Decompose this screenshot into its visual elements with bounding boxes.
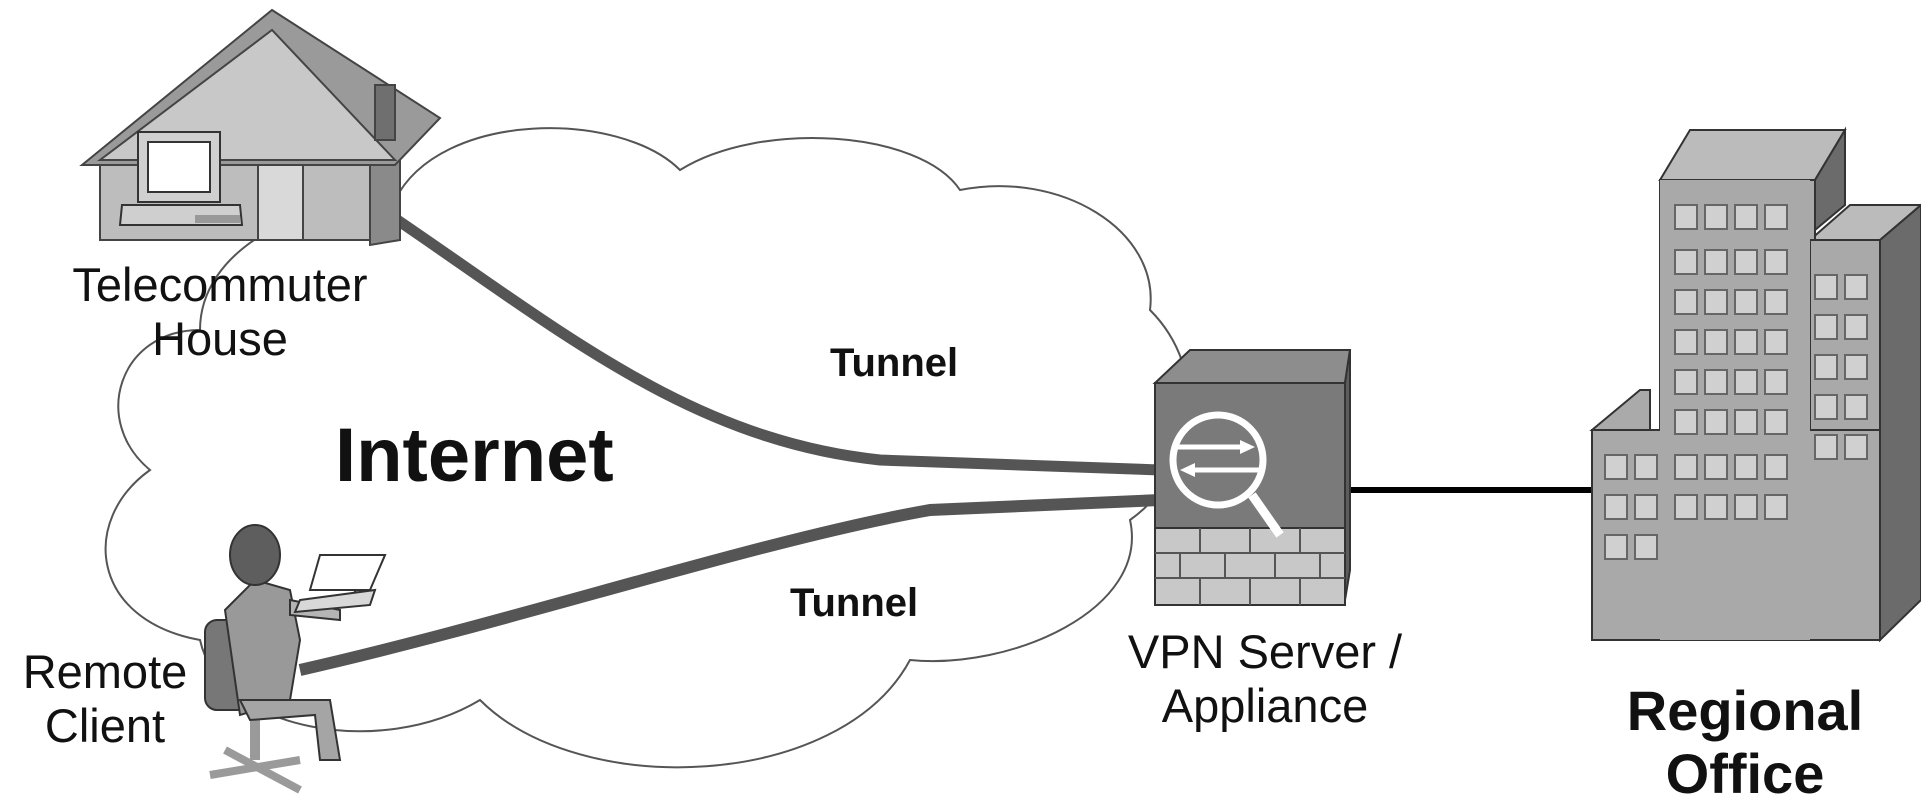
vpn-server-label-line2: Appliance xyxy=(1161,679,1369,733)
remote-client-label-line1: Remote xyxy=(22,645,188,698)
remote-client-icon xyxy=(204,524,387,794)
house-icon xyxy=(79,8,442,247)
tunnel-label-lower: Tunnel xyxy=(790,581,919,625)
vpn-appliance-icon xyxy=(1152,349,1352,606)
regional-office-label: Regional Office xyxy=(1570,679,1920,805)
telecommuter-house-label: Telecommuter House xyxy=(55,258,385,366)
office-building-icon xyxy=(1589,126,1921,643)
vpn-server-label: VPN Server / Appliance xyxy=(1100,625,1430,733)
telecommuter-house-label-line2: House xyxy=(152,312,288,366)
internet-label: Internet xyxy=(335,413,614,498)
tunnel-label-upper: Tunnel xyxy=(830,341,959,385)
regional-office-label-line1: Regional xyxy=(1626,679,1864,742)
remote-client-label-line2: Client xyxy=(44,699,166,753)
telecommuter-house-label-line1: Telecommuter xyxy=(72,258,368,311)
tunnel-line-client xyxy=(298,494,1161,676)
vpn-server-label-line1: VPN Server / xyxy=(1127,625,1403,678)
remote-client-label: Remote Client xyxy=(5,645,205,753)
tunnel-line-house xyxy=(386,210,1161,476)
regional-office-label-line2: Office xyxy=(1665,741,1825,805)
internet-cloud xyxy=(104,127,1191,769)
